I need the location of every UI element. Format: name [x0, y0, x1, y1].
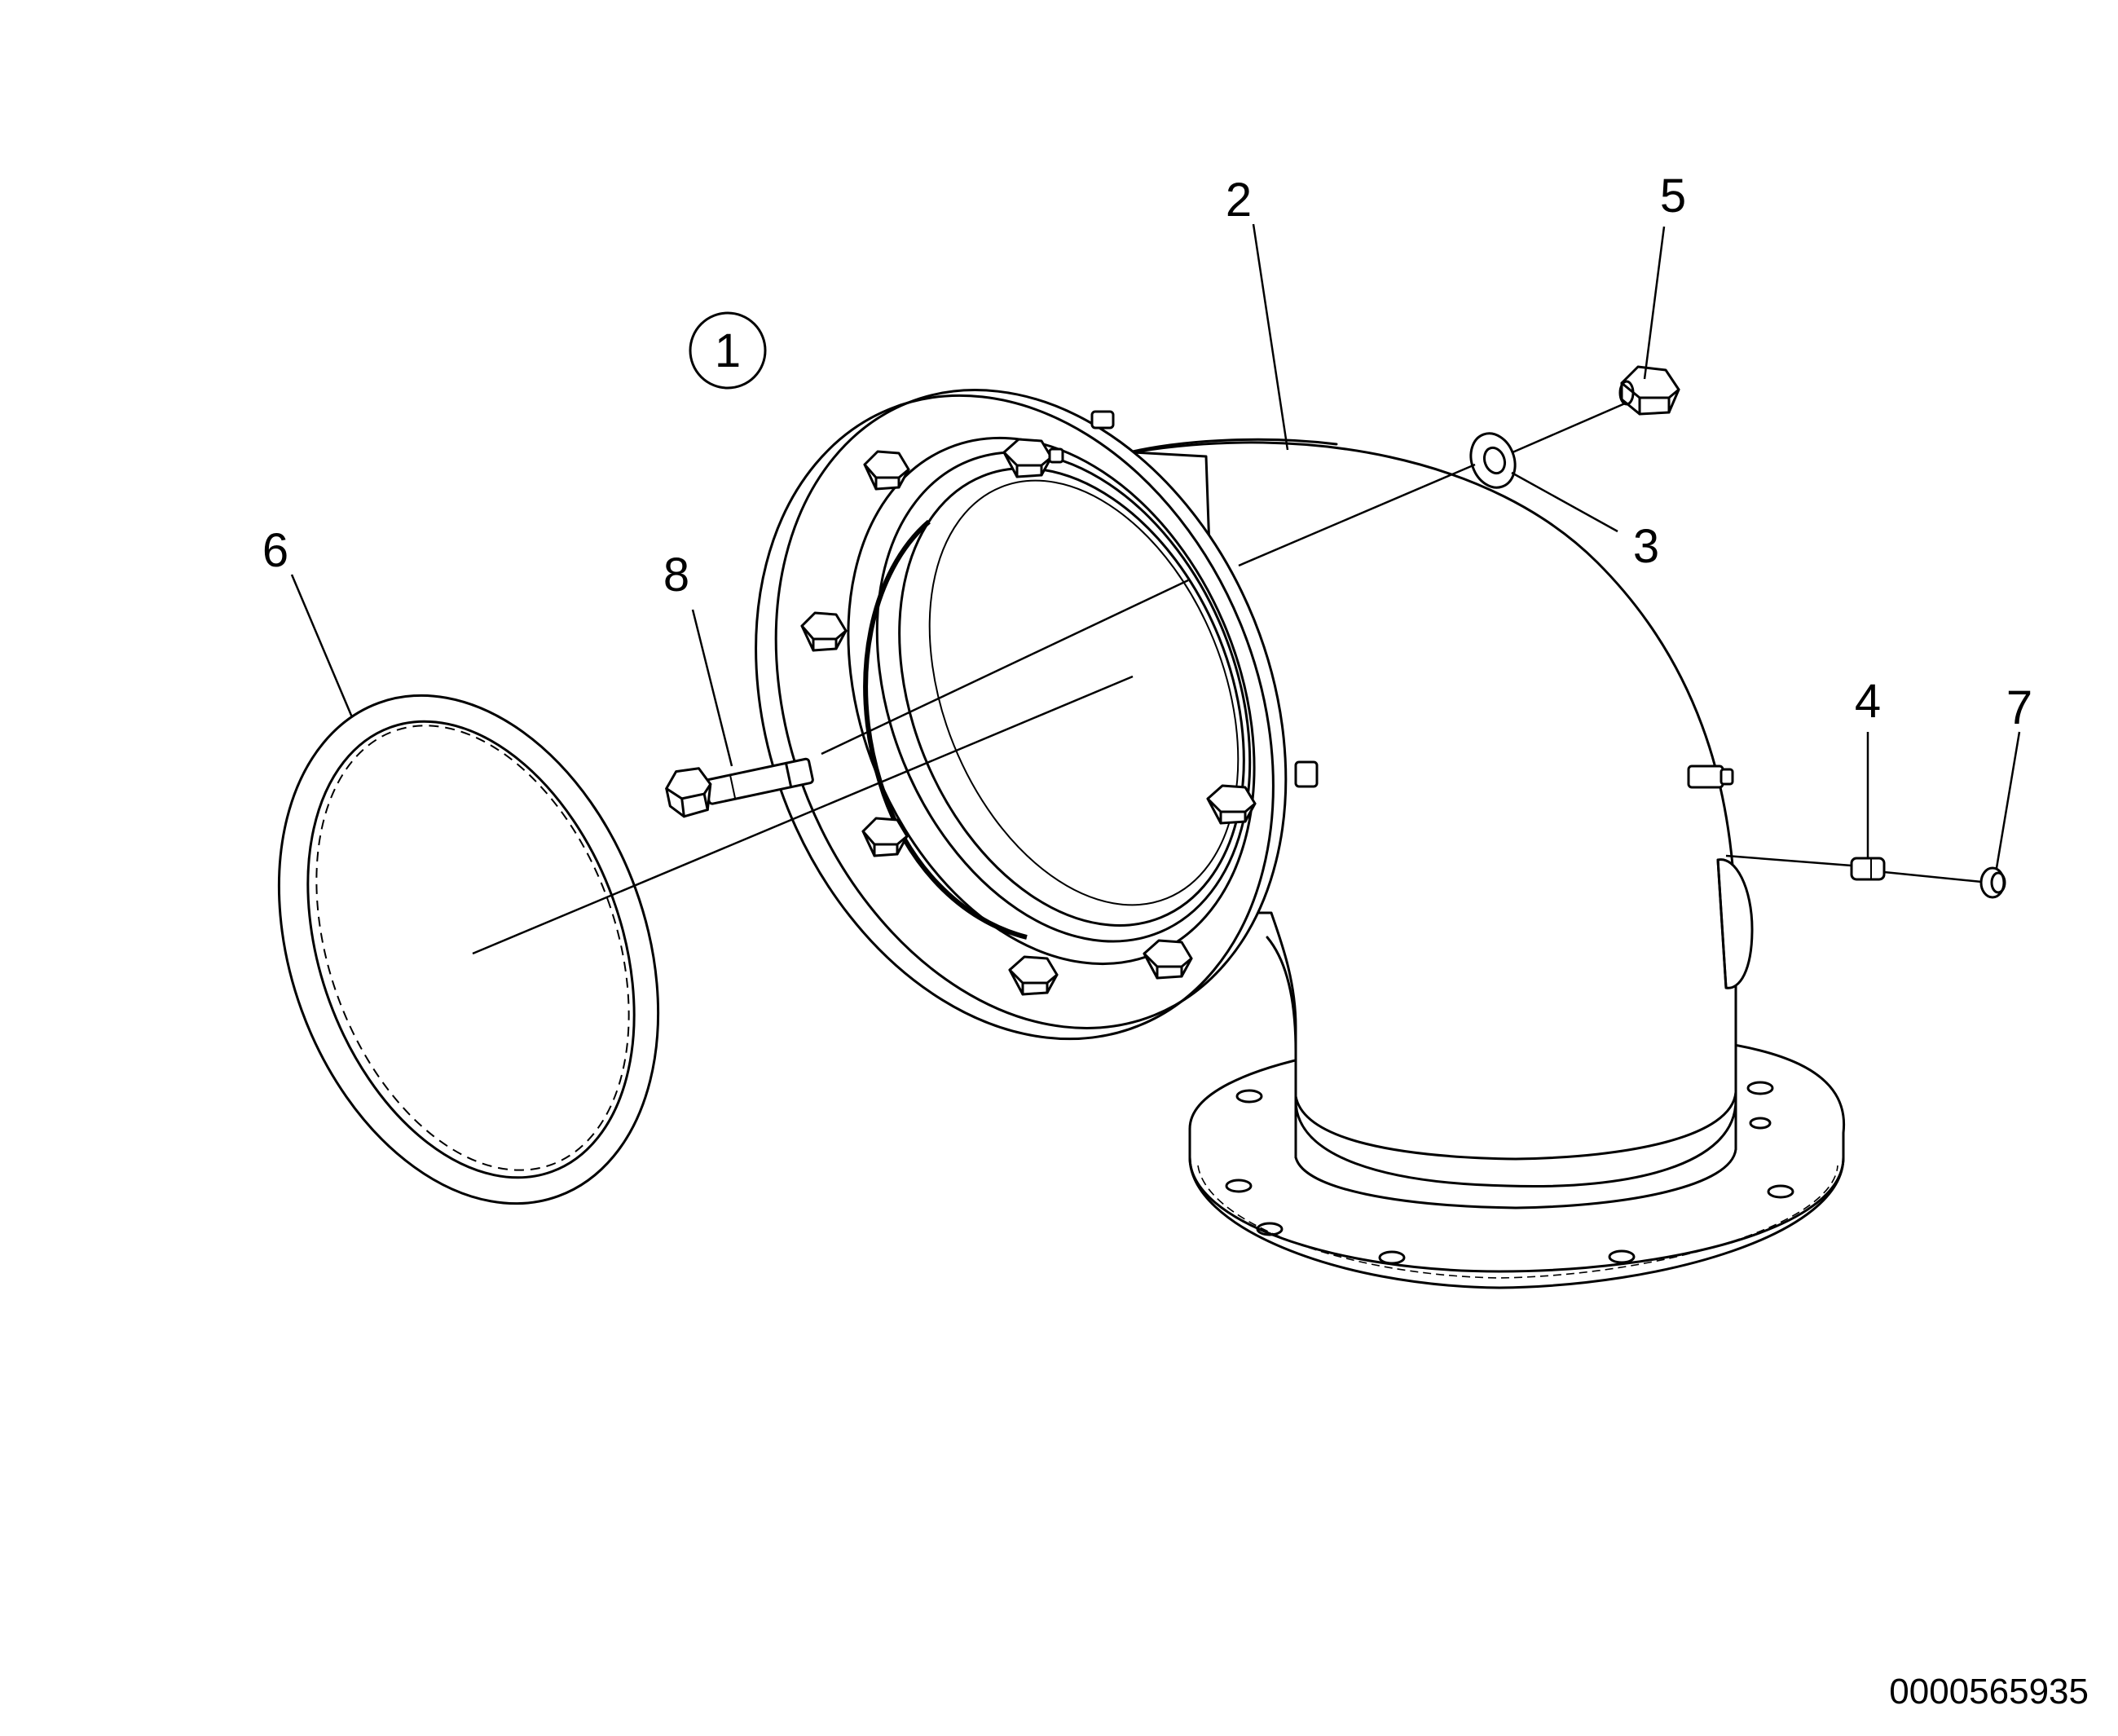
callout-4: 4: [1855, 675, 1881, 728]
callout-2: 2: [1226, 174, 1252, 227]
hex-nut: [1618, 365, 1680, 416]
callout-8: 8: [663, 549, 689, 601]
gasket-ring: [277, 694, 660, 1205]
hex-bolt: [665, 757, 814, 818]
callout-leaders: [290, 223, 2021, 869]
flange-bolt-heads: [800, 410, 1319, 996]
grease-fitting: [1850, 857, 1886, 881]
callout-5: 5: [1660, 170, 1686, 223]
callout-7: 7: [2006, 681, 2032, 734]
assembly-axis-lines: [472, 402, 1983, 955]
callout-3: 3: [1633, 520, 1659, 573]
flat-washer: [1469, 432, 1517, 489]
protective-cap: [1979, 866, 2006, 899]
assembly-marker-label: 1: [715, 324, 741, 377]
assembly-marker: 1: [689, 311, 767, 390]
elbow-pipe: [1127, 438, 1754, 1209]
document-id: 0000565935: [1889, 1672, 2089, 1712]
elbow-inlet-flange: [755, 389, 1288, 1041]
callout-6: 6: [262, 524, 288, 577]
